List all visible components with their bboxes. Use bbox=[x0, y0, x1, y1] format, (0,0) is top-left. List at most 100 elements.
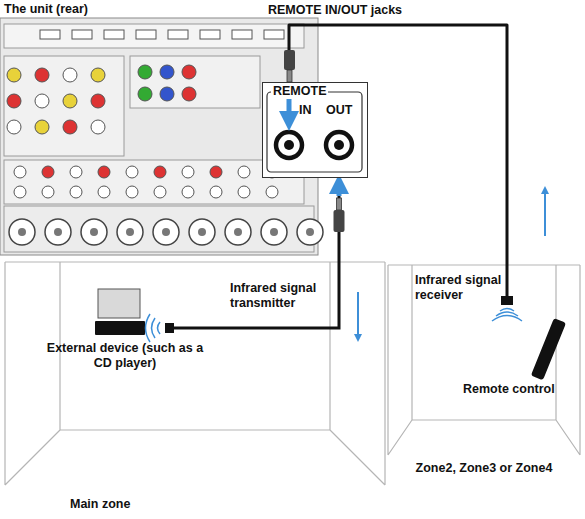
drawing-part bbox=[98, 289, 140, 318]
drawing-part bbox=[225, 219, 251, 245]
drawing-part bbox=[126, 186, 138, 198]
drawing-part bbox=[238, 186, 250, 198]
drawing-part bbox=[126, 166, 138, 178]
drawing-part bbox=[160, 87, 174, 101]
callout-label: Remote control bbox=[463, 382, 555, 397]
drawing-part bbox=[357, 292, 359, 338]
drawing-part bbox=[98, 186, 110, 198]
drawing-part bbox=[35, 120, 49, 134]
plug bbox=[284, 50, 295, 82]
drawing-part bbox=[7, 94, 21, 108]
drawing-part bbox=[4, 160, 304, 204]
node-label: Main zone bbox=[70, 497, 130, 512]
drawing-part bbox=[63, 120, 77, 134]
drawing-part bbox=[267, 92, 362, 172]
jack-callout-box: REMOTE IN OUT bbox=[262, 82, 368, 178]
callout-label: External device (such as a CD player) bbox=[40, 341, 210, 371]
drawing-part bbox=[232, 30, 252, 39]
drawing-part bbox=[334, 210, 345, 232]
drawing-part bbox=[531, 318, 566, 380]
node-label: The unit (rear) bbox=[4, 2, 88, 17]
drawing-part bbox=[276, 132, 302, 158]
drawing-part bbox=[168, 30, 188, 39]
drawing-part bbox=[70, 166, 82, 178]
node-label: IN bbox=[299, 103, 312, 118]
drawing-part bbox=[42, 166, 54, 178]
drawing-part bbox=[284, 140, 294, 150]
drawing-part bbox=[117, 219, 143, 245]
drawing-part bbox=[544, 190, 546, 236]
node-label: Zone2, Zone3 or Zone4 bbox=[388, 461, 580, 476]
drawing-part bbox=[334, 140, 344, 150]
drawing-part bbox=[90, 228, 98, 236]
drawing-part bbox=[266, 186, 278, 198]
drawing-part bbox=[182, 87, 196, 101]
drawing-part bbox=[297, 219, 323, 245]
drawing-part bbox=[70, 186, 82, 198]
drawing-part bbox=[91, 120, 105, 134]
drawing-part bbox=[4, 56, 124, 156]
node-label: OUT bbox=[326, 103, 352, 118]
drawing-part bbox=[264, 30, 284, 39]
drawing-part bbox=[306, 228, 314, 236]
drawing-part bbox=[14, 166, 26, 178]
drawing-part bbox=[154, 166, 166, 178]
drawing-part bbox=[136, 30, 156, 39]
drawing-part bbox=[35, 68, 49, 82]
drawing-part bbox=[98, 166, 110, 178]
drawing-part bbox=[326, 132, 352, 158]
drawing-part bbox=[146, 314, 161, 342]
drawing-part bbox=[18, 228, 26, 236]
drawing-part bbox=[165, 323, 174, 333]
drawing-part bbox=[126, 228, 134, 236]
drawing-part bbox=[210, 166, 222, 178]
drawing-part bbox=[7, 120, 21, 134]
drawing-part bbox=[506, 265, 509, 296]
drawing-part bbox=[138, 87, 152, 101]
zone-room: Main zone bbox=[5, 262, 385, 487]
drawing-part bbox=[35, 94, 49, 108]
drawing-part bbox=[42, 186, 54, 198]
drawing-part bbox=[104, 30, 124, 39]
callout-label: Infrared signal transmitter bbox=[230, 281, 342, 311]
drawing-part bbox=[284, 50, 295, 70]
drawing-part bbox=[153, 219, 179, 245]
drawing-part bbox=[492, 309, 522, 322]
drawing-part bbox=[45, 219, 71, 245]
unit-panel: The unit (rear)REMOTEINOUT bbox=[0, 0, 320, 255]
plug bbox=[334, 184, 345, 232]
drawing-part bbox=[200, 30, 220, 39]
node-label: REMOTE bbox=[271, 84, 328, 99]
drawing-part bbox=[7, 68, 21, 82]
drawing-part bbox=[130, 56, 260, 108]
drawing-part bbox=[238, 166, 250, 178]
drawing-part bbox=[4, 24, 304, 48]
drawing-part bbox=[54, 228, 62, 236]
drawing-part bbox=[63, 94, 77, 108]
drawing-part bbox=[91, 94, 105, 108]
drawing-part bbox=[182, 65, 196, 79]
drawing-part bbox=[63, 68, 77, 82]
drawing-part bbox=[189, 219, 215, 245]
drawing-part bbox=[154, 186, 166, 198]
callout-label: REMOTE IN/OUT jacks bbox=[268, 3, 402, 18]
drawing-part bbox=[95, 321, 145, 335]
drawing-part bbox=[81, 219, 107, 245]
drawing-part bbox=[4, 206, 314, 252]
drawing-part bbox=[388, 265, 580, 455]
callout-label: Infrared signal receiver bbox=[415, 273, 527, 303]
drawing-part bbox=[182, 186, 194, 198]
drawing-part bbox=[337, 198, 342, 210]
drawing-part bbox=[198, 228, 206, 236]
drawing-part bbox=[287, 70, 292, 82]
drawing-part bbox=[138, 65, 152, 79]
drawing-part bbox=[261, 219, 287, 245]
drawing-part bbox=[162, 228, 170, 236]
drawing-part bbox=[337, 184, 342, 196]
drawing-part bbox=[287, 97, 292, 121]
drawing-part bbox=[40, 30, 60, 39]
room-outline bbox=[5, 262, 580, 485]
